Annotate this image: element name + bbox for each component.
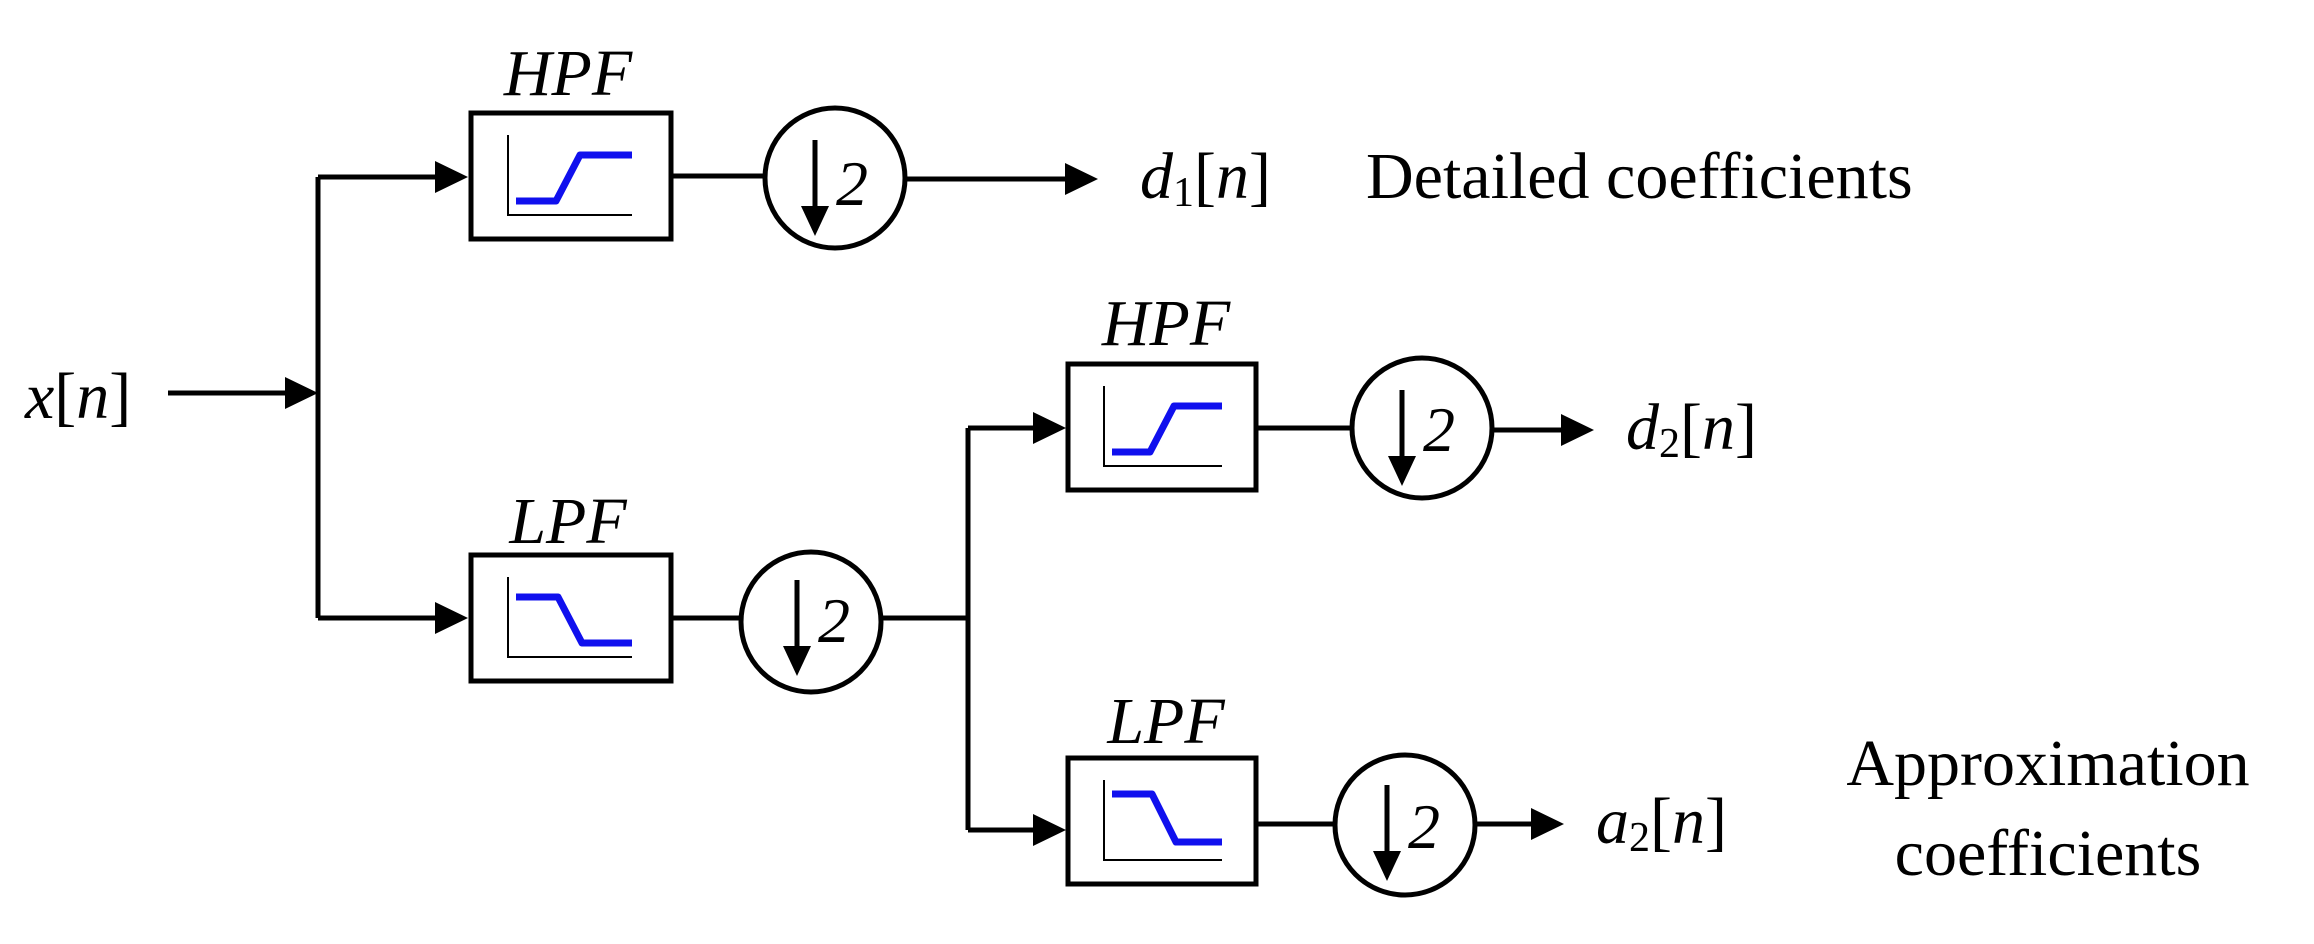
level1-split-wire	[315, 161, 468, 634]
level1-lpf-response	[516, 593, 632, 647]
detailed-coefficients-label: Detailed coefficients	[1366, 140, 1913, 213]
level1-lpf-downsampler: 2	[738, 549, 884, 695]
level2-lpf-axes	[1103, 780, 1222, 861]
level2-hpf-axes	[1103, 386, 1222, 467]
d1-output-arrow	[905, 163, 1098, 195]
level1-lpf-axes	[507, 577, 632, 658]
level2-hpf-response	[1112, 402, 1222, 456]
level2-hpf-block	[1065, 361, 1259, 493]
approximation-label-line1: Approximation	[1846, 727, 2249, 800]
level1-lpf-ds-factor: 2	[818, 585, 850, 656]
level2-hpf-ds-factor: 2	[1423, 394, 1455, 465]
level2-lpf-ds-factor: 2	[1408, 791, 1440, 862]
d1-output-label: d1[n]	[1140, 140, 1271, 216]
a2-output-label: a2[n]	[1596, 785, 1727, 861]
level1-lpf-block	[468, 552, 674, 684]
level2-hpf-label: HPF	[1101, 287, 1231, 360]
level1-hpf-block	[468, 110, 674, 242]
level1-hpf-downsampler: 2	[762, 105, 908, 251]
level2-lpf-response	[1112, 790, 1222, 846]
d2-output-arrow	[1492, 414, 1594, 446]
level1-lpf-label: LPF	[508, 485, 627, 558]
level2-hpf-downsampler: 2	[1349, 355, 1495, 501]
input-label: x[n]	[24, 360, 131, 433]
input-arrow	[168, 377, 318, 409]
level2-lpf-block	[1065, 755, 1259, 887]
d2-output-label: d2[n]	[1626, 391, 1757, 467]
level1-hpf-response	[516, 151, 632, 205]
approximation-label-line2: coefficients	[1895, 817, 2202, 890]
level2-split-wire	[881, 412, 1066, 846]
level1-hpf-axes	[507, 135, 632, 216]
level2-lpf-downsampler: 2	[1332, 752, 1478, 898]
level2-lpf-label: LPF	[1106, 685, 1225, 758]
level1-hpf-ds-factor: 2	[836, 148, 868, 219]
a2-output-arrow	[1475, 808, 1564, 840]
level1-hpf-label: HPF	[503, 37, 633, 110]
